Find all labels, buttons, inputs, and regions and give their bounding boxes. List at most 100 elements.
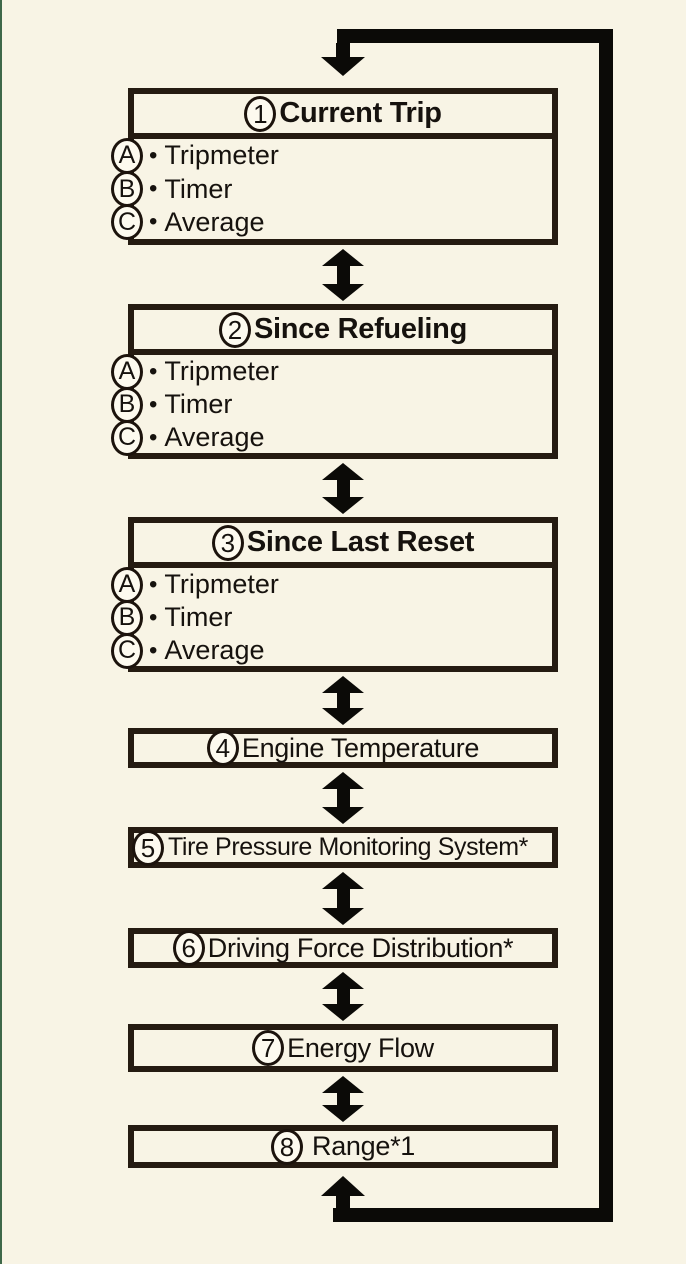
arrow-head-up — [321, 1176, 365, 1196]
list-item: B • Timer — [111, 599, 552, 636]
mode-box-energy-flow: 7 Energy Flow — [128, 1024, 558, 1072]
arrow-head-up — [322, 676, 364, 693]
list-item: C • Average — [111, 204, 552, 241]
box-number: 3 — [220, 527, 236, 558]
bullet-icon: • — [149, 390, 158, 418]
item-label: Timer — [164, 173, 233, 204]
box-title: Since Refueling — [253, 313, 468, 345]
arrow-shaft — [336, 789, 350, 807]
item-letter: B — [118, 174, 136, 203]
letter-badge-icon: C — [111, 204, 143, 241]
box-title: Current Trip — [279, 97, 442, 129]
item-letter: B — [118, 603, 136, 631]
box-header: 3 Since Last Reset — [134, 523, 552, 568]
bullet-icon: • — [149, 636, 158, 664]
box-title: Range*1 — [312, 1131, 415, 1161]
number-badge-icon: 3 — [211, 524, 244, 561]
item-letter: A — [118, 141, 136, 170]
arrow-head-up — [322, 872, 364, 889]
list-item: B • Timer — [111, 386, 552, 423]
list-item: A • Tripmeter — [111, 353, 552, 390]
arrow-head-down — [322, 497, 364, 514]
arrow-shaft — [336, 1196, 350, 1210]
loop-arrow-up-icon — [321, 1176, 365, 1210]
arrow-shaft — [336, 43, 350, 57]
box-title: Tire Pressure Monitoring System* — [167, 833, 528, 861]
box-body: A • Tripmeter B • Timer C • Average — [111, 137, 552, 241]
number-badge-icon: 6 — [172, 930, 205, 966]
mode-box-since-last-reset: 3 Since Last Reset A • Tripmeter B • Tim… — [111, 517, 558, 672]
number-badge-icon: 4 — [206, 730, 239, 766]
bullet-icon: • — [149, 357, 158, 385]
bidirectional-arrow-icon — [322, 772, 364, 824]
item-label: Timer — [164, 389, 233, 419]
bidirectional-arrow-icon — [322, 1076, 364, 1122]
letter-badge-icon: A — [111, 566, 143, 603]
item-label: Timer — [164, 602, 233, 632]
mode-box-engine-temperature: 4 Engine Temperature — [128, 728, 558, 768]
arrow-head-up — [322, 1076, 364, 1093]
box-number: 5 — [140, 832, 156, 863]
mode-box-tire-pressure-monitoring-system: 5 Tire Pressure Monitoring System* — [128, 827, 558, 868]
letter-badge-icon: C — [111, 632, 143, 669]
page-edge-line — [0, 0, 2, 1264]
arrow-shaft — [336, 480, 350, 497]
loop-line-bottom — [333, 1208, 613, 1222]
arrow-shaft — [336, 1093, 350, 1105]
item-letter: B — [118, 390, 136, 418]
arrow-head-down — [322, 708, 364, 725]
box-title: Driving Force Distribution* — [207, 932, 514, 963]
mode-box-since-refueling: 2 Since Refueling A • Tripmeter B • Time… — [111, 304, 558, 459]
item-label: Tripmeter — [164, 569, 279, 599]
bidirectional-arrow-icon — [322, 972, 364, 1021]
list-item: C • Average — [111, 632, 552, 669]
item-letter: A — [118, 570, 136, 598]
list-item: B • Timer — [111, 171, 552, 207]
arrow-head-down — [322, 284, 364, 301]
list-item: A • Tripmeter — [111, 566, 552, 603]
arrow-head-down — [322, 807, 364, 824]
box-number: 7 — [260, 1033, 276, 1063]
bullet-icon: • — [149, 175, 158, 202]
box-number: 6 — [181, 933, 196, 963]
number-badge-icon: 2 — [218, 311, 251, 348]
arrow-shaft — [336, 989, 350, 1004]
mode-box-driving-force-distribution: 6 Driving Force Distribution* — [128, 928, 558, 968]
letter-badge-icon: B — [111, 599, 143, 636]
box-number: 1 — [253, 98, 268, 129]
item-label: Average — [164, 635, 265, 665]
letter-badge-icon: C — [111, 419, 143, 456]
arrow-shaft — [336, 889, 350, 908]
number-badge-icon: 5 — [131, 829, 164, 866]
item-letter: C — [117, 207, 137, 236]
loop-arrow-down-icon — [321, 43, 365, 76]
item-letter: C — [117, 636, 137, 664]
bidirectional-arrow-icon — [322, 463, 364, 514]
box-body: A • Tripmeter B • Timer C • Average — [111, 353, 552, 456]
arrow-head-down — [322, 908, 364, 925]
bullet-icon: • — [149, 208, 158, 236]
list-item: A • Tripmeter — [111, 137, 552, 174]
bidirectional-arrow-icon — [322, 872, 364, 925]
box-title: Since Last Reset — [246, 526, 475, 558]
arrow-head-down — [321, 57, 365, 76]
bullet-icon: • — [149, 570, 158, 598]
loop-line-right — [599, 29, 613, 1222]
arrow-head-up — [322, 972, 364, 989]
number-badge-icon: 1 — [244, 95, 277, 132]
box-number: 4 — [215, 733, 231, 763]
arrow-shaft — [336, 266, 350, 284]
bullet-icon: • — [149, 603, 158, 631]
list-item: C • Average — [111, 419, 552, 456]
box-number: 2 — [227, 314, 243, 345]
number-badge-icon: 8 — [271, 1128, 303, 1165]
item-label: Average — [164, 206, 265, 237]
letter-badge-icon: A — [111, 137, 143, 174]
item-label: Average — [164, 422, 265, 452]
box-header: 1 Current Trip — [134, 94, 552, 139]
box-header: 2 Since Refueling — [134, 310, 552, 355]
mode-box-current-trip: 1 Current Trip A • Tripmeter B • Timer C… — [111, 88, 558, 245]
item-letter: C — [117, 423, 137, 451]
number-badge-icon: 7 — [252, 1030, 285, 1066]
